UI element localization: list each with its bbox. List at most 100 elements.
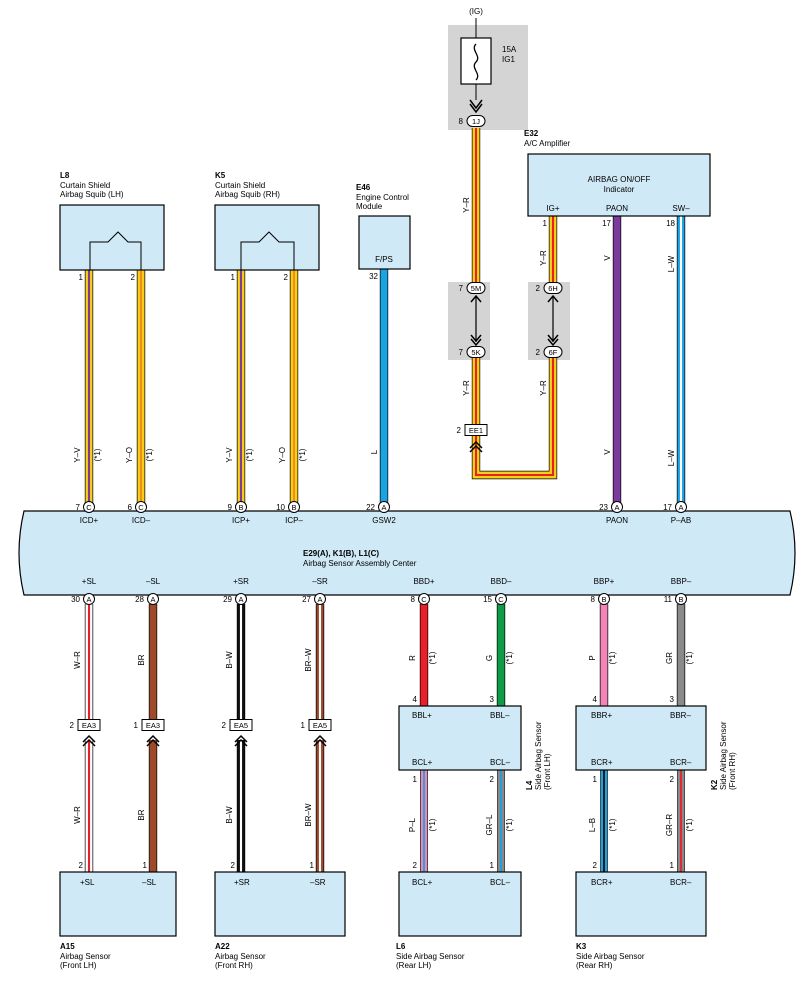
connector-arrow-icon: [469, 440, 483, 453]
connector-ee1-label: EE1: [469, 426, 483, 435]
l8-name-line1: Curtain Shield: [60, 181, 110, 190]
wire-color-label: L: [370, 449, 379, 454]
wire-color-label: Y–R: [539, 250, 548, 266]
pin-number-top: 28: [135, 595, 144, 604]
a15-box: [59, 871, 177, 937]
pin-number-top: 15: [483, 595, 492, 604]
connector-cEA5b-label: EA5: [313, 721, 327, 730]
pin-number-top: 1: [79, 273, 84, 282]
wire-color-label: BR–W: [304, 648, 313, 672]
wires-layer: [84, 128, 686, 872]
wire-color-label: Y–R: [539, 380, 548, 396]
wire-color-label: GR: [665, 652, 674, 664]
wire-color-label: L–W: [667, 449, 676, 466]
wire-color-label: L–B: [588, 818, 597, 832]
connector-cEA5b-pin: 1: [301, 721, 306, 730]
pin-number-bottom: 4: [413, 695, 418, 704]
pin-number-bottom: 10: [276, 503, 285, 512]
e46-pin-label: F/PS: [375, 255, 393, 264]
pin-number-top: 32: [369, 272, 378, 281]
pin-number-top: 1: [231, 273, 236, 282]
pin-circle-w_psl_a: A: [83, 593, 95, 605]
l6-id: L6: [396, 942, 406, 951]
center-pin-label: PAON: [606, 516, 628, 525]
component-a15: +SL –SL A15 Airbag Sensor (Front LH): [59, 871, 177, 970]
center-pin-label: P–AB: [671, 516, 691, 525]
l8-name-line2: Airbag Squib (LH): [60, 190, 124, 199]
wire-note-label: (*1): [608, 818, 617, 831]
fuse-icon: [473, 43, 479, 81]
center-pin-label: BBP–: [671, 577, 692, 586]
k3-pin-bcr-plus: BCR+: [591, 878, 613, 887]
center-pin-label: BBD–: [491, 577, 512, 586]
pin-number-top: 17: [602, 219, 611, 228]
connector-arrow-icon: [234, 734, 248, 747]
pin-number-bottom: 3: [490, 695, 495, 704]
k3-name-line2: (Rear RH): [576, 961, 613, 970]
wire-color-label: G: [485, 655, 494, 661]
fuse-rating: 15A: [502, 45, 517, 54]
wire-note-label: (*1): [428, 818, 437, 831]
pin-circle-w_swab-letter: A: [678, 503, 683, 512]
pin-number-bottom: 1: [670, 861, 675, 870]
component-k5: K5 Curtain Shield Airbag Squib (RH): [214, 171, 320, 271]
l6-name-line1: Side Airbag Sensor: [396, 952, 465, 961]
k2-pin-bbr-plus: BBR+: [591, 711, 612, 720]
pin-circle-w_bbp_p-letter: B: [601, 595, 606, 604]
pin-number-bottom: 2: [593, 861, 598, 870]
fuse-body: [460, 37, 492, 85]
a15-name-line2: (Front LH): [60, 961, 97, 970]
connector-1j: 1J8: [459, 115, 486, 127]
pin-number-top: 30: [71, 595, 80, 604]
wire-color-label: Y–R: [462, 197, 471, 213]
pin-circle-w_k5_2-letter: B: [291, 503, 296, 512]
connector-5k-pin: 7: [459, 348, 464, 357]
pin-number-top: 8: [411, 595, 416, 604]
connector-cEA3a-pin: 2: [70, 721, 75, 730]
connector-arrow-icon: [313, 734, 327, 747]
pin-circle-w_gsw: A: [378, 501, 390, 513]
connector-6f-label: 6F: [549, 348, 558, 357]
e32-pin-paon: PAON: [606, 204, 628, 213]
wire-color-label: V: [603, 255, 612, 261]
pin-circle-w_swab: A: [675, 501, 687, 513]
connector-5m-pin: 7: [459, 284, 464, 293]
fuse-source: (IG): [469, 7, 483, 16]
pin-circle-w_bbp_m: B: [675, 593, 687, 605]
e32-pin-ig: IG+: [546, 204, 559, 213]
connector-arrow-icon: [470, 334, 482, 347]
center-pin-label: GSW2: [372, 516, 396, 525]
k3-box: [575, 871, 707, 937]
center-pin-label: ICD+: [80, 516, 99, 525]
k2-id: K2: [710, 779, 719, 790]
pin-circle-w_k5_1-letter: B: [238, 503, 243, 512]
wire-color-label: Y–O: [125, 447, 134, 463]
a22-name-line2: (Front RH): [215, 961, 253, 970]
pin-number-bottom: 1: [143, 861, 148, 870]
pin-number-bottom: 2: [231, 861, 236, 870]
center-pin-label: +SR: [233, 577, 249, 586]
e46-box: [358, 215, 411, 270]
a15-id: A15: [60, 942, 75, 951]
fuse-ig1: (IG) 15A IG1: [460, 7, 517, 114]
pin-circle-w_paon-letter: A: [614, 503, 619, 512]
connector-5m: 5M7: [459, 282, 486, 294]
l4-pin-bbl-minus: BBL–: [490, 711, 510, 720]
pin-number-bottom: 2: [79, 861, 84, 870]
center-id: E29(A), K1(B), L1(C): [303, 549, 379, 558]
e46-id: E46: [356, 183, 371, 192]
pin-circle-w_k5_1: B: [235, 501, 247, 513]
wire-color-label: B–W: [225, 651, 234, 669]
pin-circle-w_l8_1-letter: C: [86, 503, 92, 512]
pin-number-bottom: 3: [670, 695, 675, 704]
l4-pin-bcl-minus: BCL–: [490, 758, 511, 767]
k5-box: [214, 204, 320, 271]
wire-note-label: (*1): [685, 818, 694, 831]
pin-circle-w_msl_a: A: [147, 593, 159, 605]
l6-name-line2: (Rear LH): [396, 961, 431, 970]
airbag-sensor-center: E29(A), K1(B), L1(C) Airbag Sensor Assem…: [18, 510, 796, 596]
e32-pin-sw: SW–: [672, 204, 690, 213]
pin-circle-w_bbp_p: B: [598, 593, 610, 605]
component-e32: E32 A/C Amplifier AIRBAG ON/OFF Indicato…: [524, 129, 711, 217]
